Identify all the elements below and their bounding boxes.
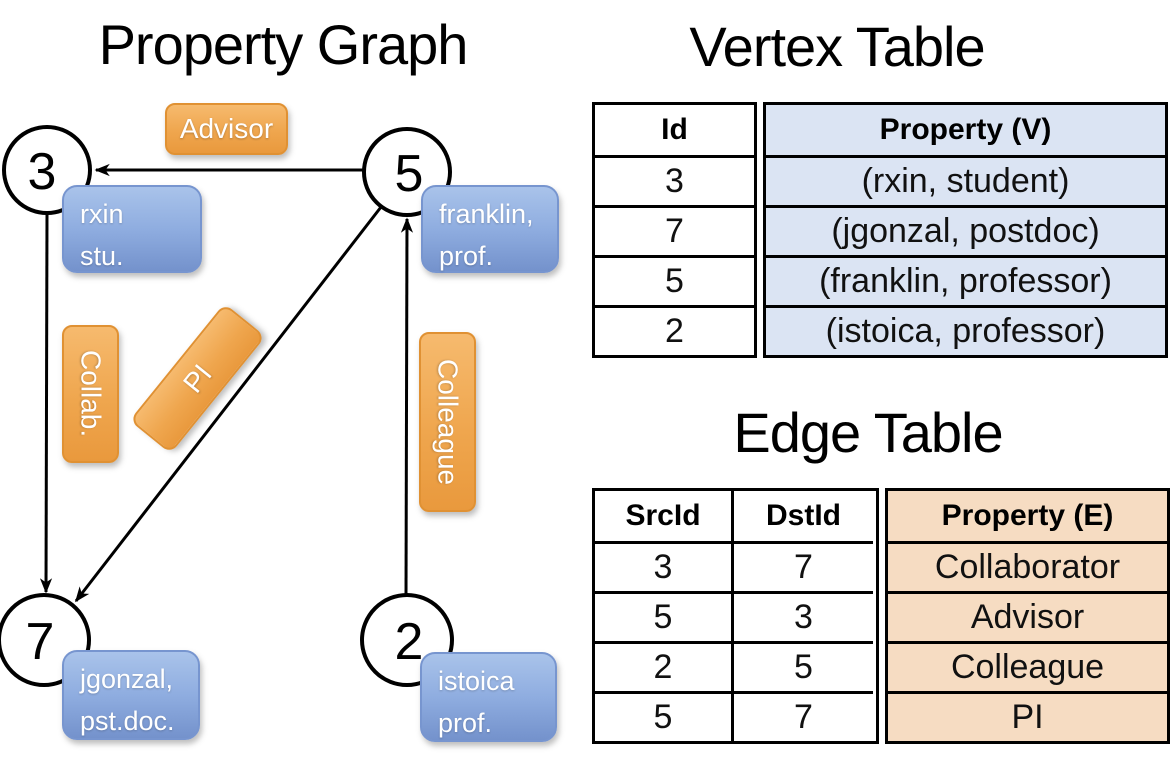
edge-label-advisor: Advisor (165, 103, 288, 155)
edge-property-cell: PI (888, 691, 1167, 741)
node-property-line: istoica (438, 666, 515, 696)
edge-src-cell: 3 (595, 541, 731, 591)
vertex-property-cell: (rxin, student) (766, 155, 1165, 205)
node-id-3: 3 (28, 143, 57, 201)
node-property-line: prof. (439, 240, 494, 271)
property-graph-canvas: 3 5 7 2 (0, 125, 454, 687)
node-property-box-5: franklin, prof. (421, 185, 559, 273)
edge-line-3-7 (39, 212, 53, 594)
vertex-table: Id 3 7 5 2 Property (V) (rxin, student) … (592, 102, 1168, 358)
vertex-id-cell: 3 (595, 155, 754, 205)
vertex-property-cell: (jgonzal, postdoc) (766, 205, 1165, 255)
edge-src-cell: 2 (595, 641, 731, 691)
node-property-line: rxin (80, 199, 124, 229)
edge-label-collab: Collab. (62, 325, 119, 463)
edge-dst-column: DstId 7 3 5 7 (734, 491, 873, 741)
edge-property-header: Property (E) (888, 491, 1167, 541)
edge-label-text: Collab. (75, 350, 107, 438)
edge-dst-cell: 3 (734, 591, 873, 641)
node-property-box-2: istoica prof. (420, 652, 557, 742)
edge-label-colleague: Colleague (419, 332, 476, 512)
vertex-table-title: Vertex Table (689, 15, 985, 78)
edge-property-cell: Advisor (888, 591, 1167, 641)
edge-src-cell: 5 (595, 591, 731, 641)
edge-dst-cell: 7 (734, 691, 873, 741)
vertex-property-cell: (istoica, professor) (766, 305, 1165, 355)
edge-label-text: Colleague (432, 358, 464, 486)
vertex-id-cell: 2 (595, 305, 754, 355)
vertex-id-cell: 5 (595, 255, 754, 305)
edge-dst-header: DstId (766, 499, 841, 532)
property-graph-title: Property Graph (98, 13, 469, 76)
vertex-property-cell: (franklin, professor) (766, 255, 1165, 305)
node-id-5: 5 (395, 145, 424, 203)
edge-property-cell: Colleague (888, 641, 1167, 691)
node-property-box-7: jgonzal, pst.doc. (62, 650, 200, 740)
node-id-2: 2 (395, 613, 424, 671)
vertex-id-cell: 7 (595, 205, 754, 255)
edge-property-cell: Collaborator (888, 541, 1167, 591)
node-property-line: franklin, (439, 199, 534, 229)
node-id-7: 7 (26, 613, 55, 671)
node-property-line: prof. (438, 707, 493, 738)
edge-src-header: SrcId (625, 499, 701, 532)
edge-src-cell: 5 (595, 691, 731, 741)
edge-table: SrcId 3 5 2 5 DstId 7 3 5 7 Property (E)… (592, 488, 1170, 744)
edge-label-text: Advisor (179, 113, 274, 144)
edge-src-column: SrcId 3 5 2 5 (595, 491, 734, 741)
edge-srcdst-columns: SrcId 3 5 2 5 DstId 7 3 5 7 (592, 488, 879, 744)
edge-table-title: Edge Table (733, 401, 1003, 464)
edge-dst-cell: 7 (734, 541, 873, 591)
vertex-id-header: Id (661, 113, 688, 146)
edge-property-column: Property (E) Collaborator Advisor Collea… (885, 488, 1170, 744)
edge-label-text: PI (176, 358, 218, 399)
edge-line-2-5 (400, 217, 414, 597)
node-property-line: jgonzal, (80, 664, 174, 694)
edge-dst-cell: 5 (734, 641, 873, 691)
edge-line-5-7 (74, 206, 383, 603)
vertex-property-column: Property (V) (rxin, student) (jgonzal, p… (763, 102, 1168, 358)
node-property-line: pst.doc. (80, 705, 175, 736)
node-property-box-3: rxin stu. (62, 185, 202, 273)
vertex-id-column: Id 3 7 5 2 (592, 102, 757, 358)
node-property-line: stu. (80, 240, 124, 271)
vertex-property-header: Property (V) (766, 105, 1165, 155)
